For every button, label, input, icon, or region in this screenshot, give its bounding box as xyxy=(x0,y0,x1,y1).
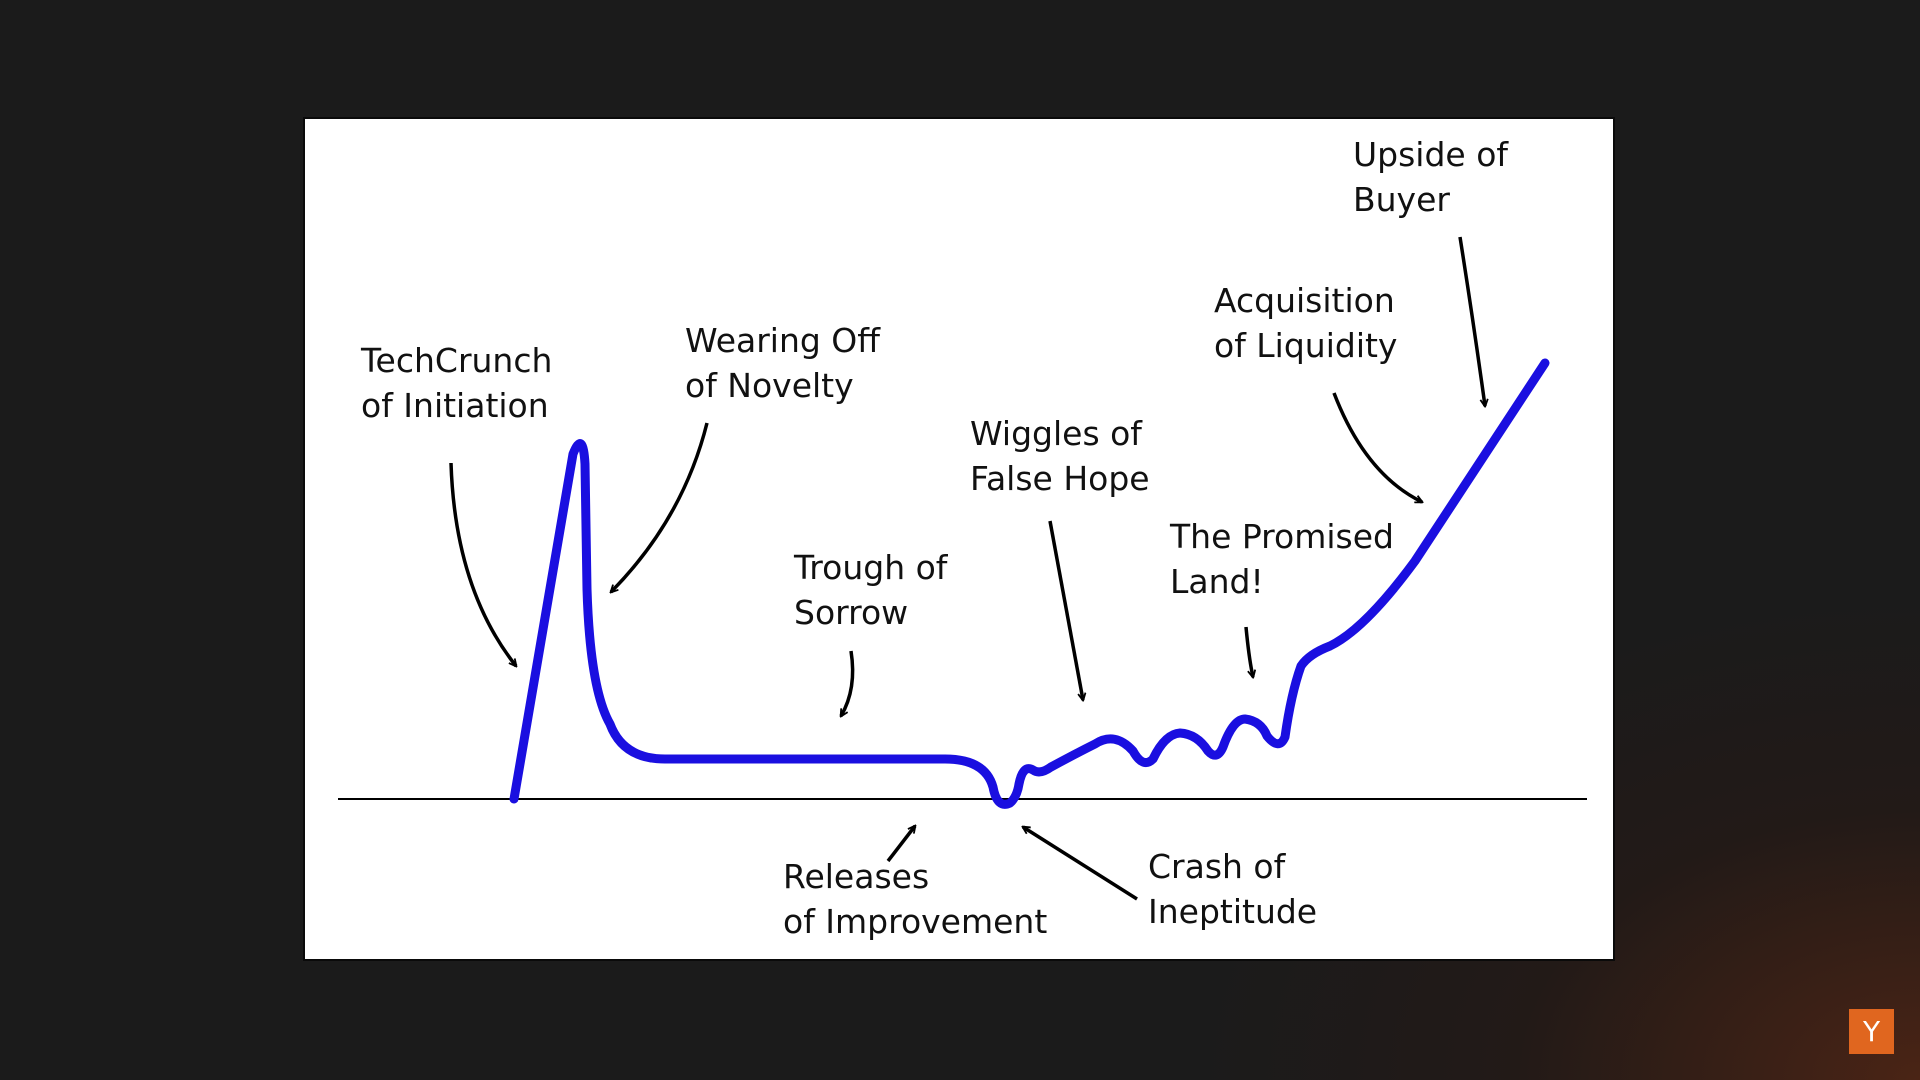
label-wiggles: Wiggles of False Hope xyxy=(970,414,1152,498)
label-crash-line1: Crash of xyxy=(1148,847,1287,886)
label-acquisition-line2: of Liquidity xyxy=(1214,326,1397,365)
label-novelty: Wearing Off of Novelty xyxy=(685,321,891,405)
label-techcrunch-line2: of Initiation xyxy=(361,386,549,425)
label-trough-line1: Trough of xyxy=(793,548,949,587)
label-novelty-line1: Wearing Off xyxy=(685,321,881,360)
upside-arrow xyxy=(1458,236,1485,406)
label-acquisition: Acquisition of Liquidity xyxy=(1214,281,1405,365)
novelty-arrow xyxy=(611,422,709,592)
label-promised-line2: Land! xyxy=(1170,562,1264,601)
label-wiggles-line1: Wiggles of xyxy=(970,414,1143,453)
label-crash-line2: Ineptitude xyxy=(1148,892,1317,931)
label-wiggles-line2: False Hope xyxy=(970,459,1150,498)
label-releases: Releases of Improvement xyxy=(783,857,1047,941)
logo-letter: Y xyxy=(1862,1015,1881,1048)
label-techcrunch-line1: TechCrunch xyxy=(360,341,552,380)
label-upside: Upside of Buyer xyxy=(1353,135,1519,219)
promised-arrow xyxy=(1244,626,1253,677)
trough-arrow xyxy=(839,650,855,716)
label-novelty-line2: of Novelty xyxy=(685,366,854,405)
wiggles-arrow xyxy=(1048,520,1083,700)
slide: TechCrunch of Initiation Wearing Off of … xyxy=(303,117,1615,961)
label-trough-line2: Sorrow xyxy=(794,593,908,632)
label-releases-line2: of Improvement xyxy=(783,902,1047,941)
y-combinator-logo: Y xyxy=(1849,1009,1894,1054)
label-acquisition-line1: Acquisition xyxy=(1214,281,1395,320)
releases-arrow xyxy=(886,826,915,863)
label-techcrunch: TechCrunch of Initiation xyxy=(360,341,563,425)
acquisition-arrow xyxy=(1332,392,1422,504)
label-trough: Trough of Sorrow xyxy=(793,548,958,632)
crash-arrow xyxy=(1023,825,1138,901)
label-promised: The Promised Land! xyxy=(1169,517,1404,601)
techcrunch-arrow xyxy=(449,462,516,666)
label-upside-line1: Upside of xyxy=(1353,135,1509,174)
label-releases-line1: Releases xyxy=(783,857,929,896)
label-upside-line2: Buyer xyxy=(1353,180,1450,219)
startup-curve xyxy=(509,358,1550,809)
label-promised-line1: The Promised xyxy=(1169,517,1394,556)
label-crash: Crash of Ineptitude xyxy=(1148,847,1317,931)
startup-curve-diagram: TechCrunch of Initiation Wearing Off of … xyxy=(338,135,1587,941)
